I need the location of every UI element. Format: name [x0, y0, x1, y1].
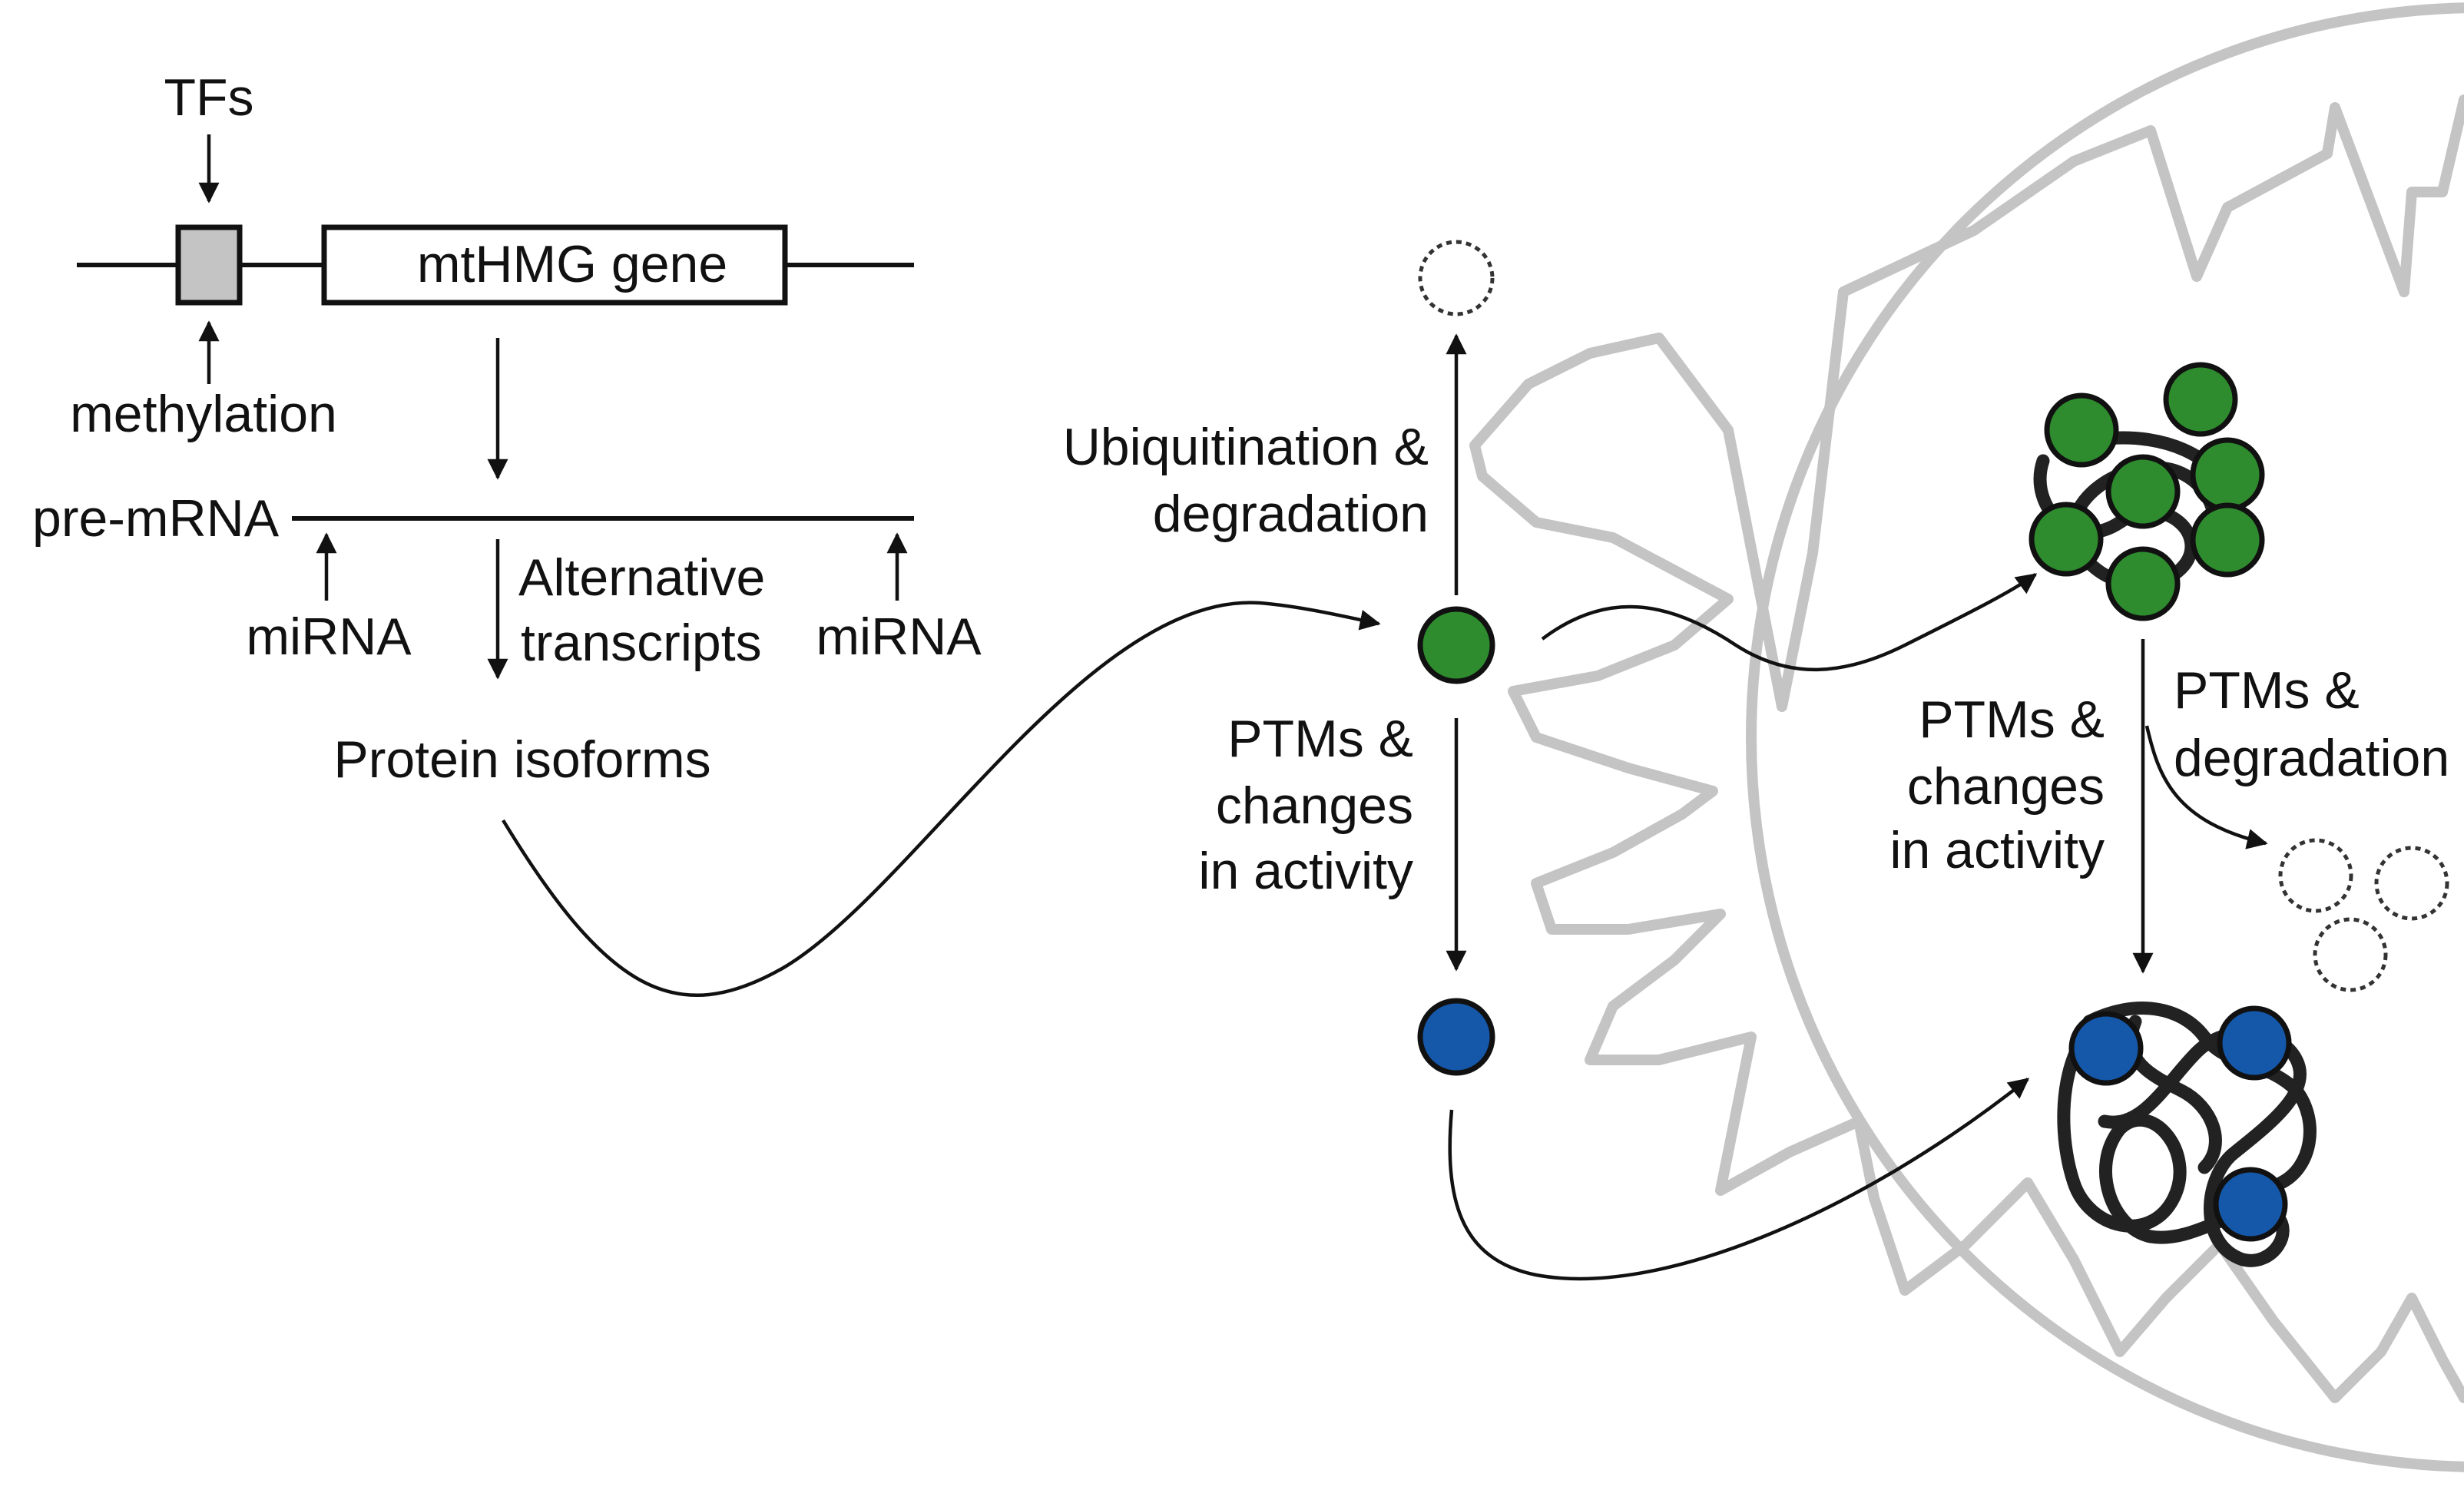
- blue-protein-1: [2068, 1011, 2144, 1086]
- degraded-protein-c: [2313, 917, 2388, 992]
- nucleoid-degradation-arrow: [2144, 725, 2268, 849]
- promoter-box: [175, 224, 243, 306]
- modified-protein: [1417, 998, 1495, 1076]
- green-protein-2: [2163, 362, 2238, 437]
- gene-region: mtHMG gene TFs methylation: [70, 68, 914, 480]
- protein-isoforms-label: Protein isoforms: [333, 730, 710, 789]
- ptm-deg-label-1: PTMs &: [2174, 661, 2360, 720]
- import-curve: [502, 601, 1381, 997]
- ptm-mid-label-3: in activity: [1198, 842, 1413, 900]
- gene-box: [321, 224, 788, 306]
- active-protein: [1417, 606, 1495, 684]
- green-protein-6: [2190, 502, 2265, 578]
- mirna-right-label: miRNA: [816, 608, 982, 666]
- methylation-label: methylation: [70, 385, 337, 443]
- green-protein-7: [2105, 546, 2181, 621]
- green-protein-1: [2044, 392, 2119, 468]
- green-protein-4: [2105, 454, 2181, 529]
- blue-protein-3: [2213, 1167, 2288, 1242]
- green-nucleoid: [2028, 362, 2265, 621]
- degraded-protein-b: [2374, 846, 2449, 921]
- ptm-right-label-1: PTMs &: [1919, 690, 2105, 749]
- blue-import-curve: [1448, 1078, 2030, 1281]
- green-protein-3: [2190, 437, 2265, 512]
- ubiquitination-label: Ubiquitination &: [1063, 418, 1429, 476]
- mitochondrial-regulation: PTMs & changes in activity PTMs & degrad…: [1889, 639, 2449, 992]
- gene-label: mtHMG gene: [417, 235, 727, 293]
- ptm-right-label-2: changes: [1907, 757, 2105, 816]
- degradation-label: degradation: [1153, 485, 1429, 543]
- tfs-label: TFs: [164, 68, 253, 127]
- ptm-deg-label-2: degradation: [2174, 729, 2449, 787]
- green-protein-5: [2028, 502, 2104, 577]
- pre-mrna-region: pre-mRNA miRNA miRNA Alternative transcr…: [32, 489, 982, 789]
- ptm-mid-label-2: changes: [1216, 776, 1413, 835]
- green-import-curve: [1541, 573, 2038, 672]
- ptm-mid-label-1: PTMs &: [1227, 710, 1413, 768]
- mirna-left-label: miRNA: [246, 608, 412, 666]
- mitochondrion: [1469, 2, 2464, 1472]
- blue-nucleoid: [2057, 1002, 2317, 1267]
- transcripts-label: transcripts: [521, 614, 762, 672]
- alternative-label: Alternative: [518, 548, 765, 607]
- ptm-right-label-3: in activity: [1889, 821, 2105, 879]
- degraded-protein-a: [2278, 838, 2353, 913]
- mitochondrion-outer-membrane: [1746, 2, 2464, 1472]
- blue-protein-2: [2217, 1005, 2292, 1081]
- cytosolic-protein-column: Ubiquitination & degradation PTMs & chan…: [1063, 240, 1495, 1076]
- pre-mrna-label: pre-mRNA: [32, 489, 280, 548]
- mitochondrion-cristae: [1469, 94, 2464, 1403]
- degraded-protein: [1418, 240, 1495, 316]
